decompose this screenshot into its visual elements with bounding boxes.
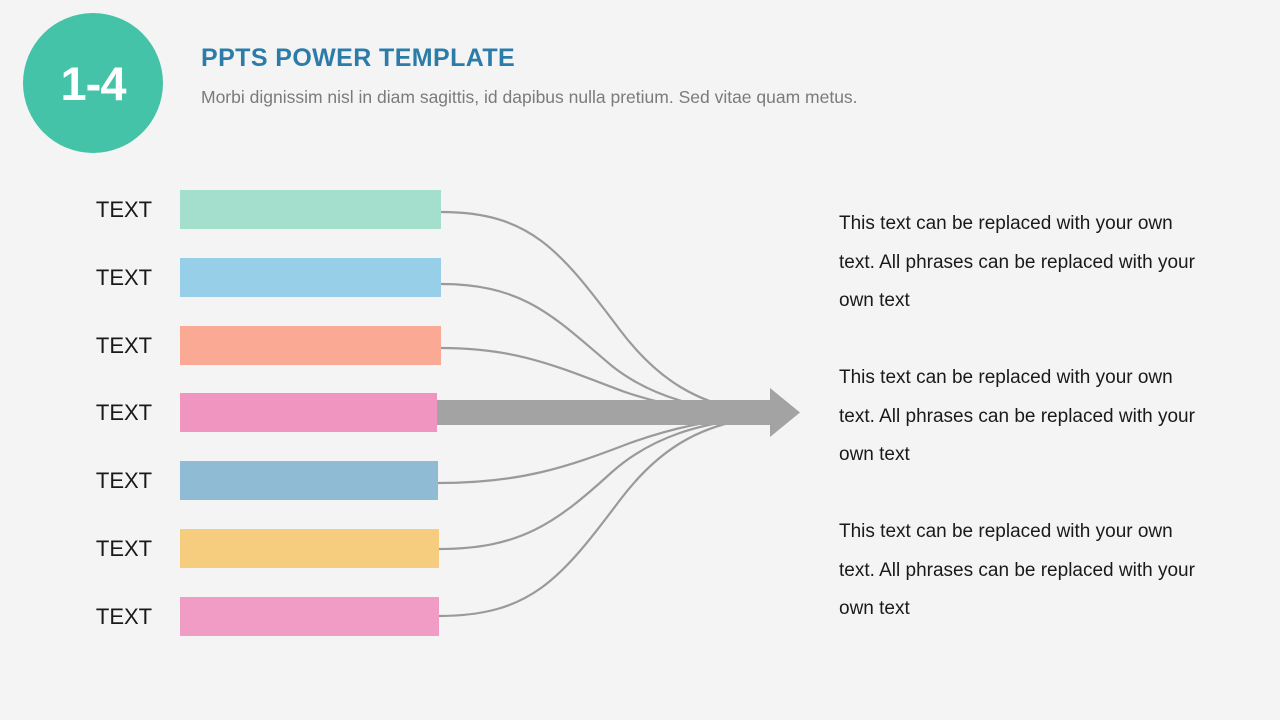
connector-row-1 [440, 210, 743, 412]
bar-row-1[interactable] [180, 190, 441, 229]
description-block-2: This text can be replaced with your own … [839, 367, 1195, 465]
row-label-7: TEXT [95, 604, 153, 629]
page-title: PPTS POWER TEMPLATE [201, 44, 516, 72]
row-label-3: TEXT [95, 333, 153, 358]
main-arrow [437, 388, 800, 437]
row-label-5: TEXT [95, 468, 153, 493]
bar-row-5[interactable] [180, 461, 438, 500]
bar-row-2[interactable] [180, 258, 441, 297]
slide-header: 1-4 PPTS POWER TEMPLATE Morbi dignissim … [0, 0, 1280, 160]
description-block-3: This text can be replaced with your own … [839, 521, 1195, 619]
arrow-shaft [437, 400, 772, 425]
bar-row-3[interactable] [180, 326, 441, 365]
bar-row-7[interactable] [180, 597, 439, 636]
page-subtitle: Morbi dignissim nisl in diam sagittis, i… [201, 87, 858, 107]
bar-row-6[interactable] [180, 529, 439, 568]
title-block: PPTS POWER TEMPLATE Morbi dignissim nisl… [201, 42, 1201, 110]
row-label-4: TEXT [95, 400, 153, 425]
connector-row-6 [437, 417, 744, 551]
bar-row-4[interactable] [180, 393, 437, 432]
arrow-head [770, 388, 800, 437]
row-label-1: TEXT [95, 197, 153, 222]
row-label-6: TEXT [95, 536, 153, 561]
row-label-2: TEXT [95, 265, 153, 290]
step-badge: 1-4 [23, 13, 163, 153]
connector-row-2 [440, 282, 743, 414]
connector-row-7 [437, 418, 743, 618]
description-block-1: This text can be replaced with your own … [839, 213, 1195, 311]
step-badge-label: 1-4 [60, 56, 127, 110]
